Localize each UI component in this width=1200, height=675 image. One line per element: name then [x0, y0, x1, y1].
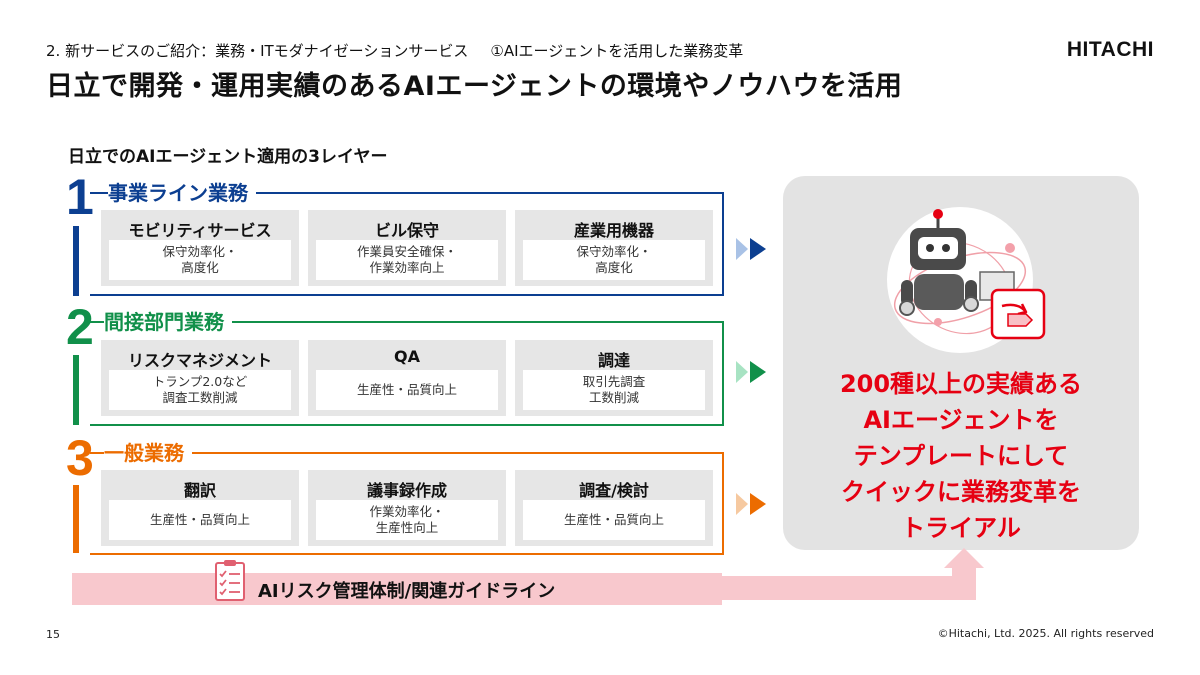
- layer-2-side-bar: [73, 355, 79, 425]
- result-message: 200種以上の実績ある AIエージェントを テンプレートにして クイックに業務変…: [783, 366, 1139, 546]
- card-body: 保守効率化・ 高度化: [523, 240, 705, 280]
- card-title: 産業用機器: [573, 221, 654, 240]
- layer-3-arrow-icon: [736, 493, 766, 515]
- result-line-3: テンプレートにして: [853, 442, 1069, 470]
- robot-icon: [887, 207, 1046, 353]
- card-body: 生産性・品質向上: [109, 500, 291, 540]
- result-line-1: 200種以上の実績ある: [839, 370, 1083, 398]
- card-title: リスクマネジメント: [127, 351, 272, 370]
- layer-3-number: 3: [66, 430, 94, 486]
- layer-2-frame: [90, 321, 724, 426]
- breadcrumb-subsection: ①AIエージェントを活用した業務変革: [490, 42, 744, 60]
- card-body: トランプ2.0など 調査工数削減: [109, 370, 291, 410]
- card-body: 作業効率化・ 生産性向上: [316, 500, 498, 540]
- upward-arrow-icon: [716, 548, 984, 600]
- breadcrumb: 2. 新サービスのご紹介：業務・ITモダナイゼーションサービス ①AIエージェント…: [46, 40, 743, 61]
- card-title: 議事録作成: [366, 481, 447, 500]
- risk-management-label: AIリスク管理体制/関連ガイドライン: [258, 581, 556, 602]
- page-title: 日立で開発・運用実績のあるAIエージェントの環境やノウハウを活用: [46, 71, 903, 102]
- risk-management-bar: [72, 573, 722, 605]
- card-minutes-creation: 議事録作成 作業効率化・ 生産性向上: [308, 470, 506, 546]
- card-building-maintenance: ビル保守 作業員安全確保・ 作業効率向上: [308, 210, 506, 286]
- hitachi-logo: HITACHI: [1066, 38, 1154, 61]
- card-title: ビル保守: [374, 221, 439, 240]
- layer-2-arrow-icon: [736, 361, 766, 383]
- card-title: 調達: [597, 351, 630, 370]
- card-qa: QA 生産性・品質向上: [308, 340, 506, 416]
- copyright: ©Hitachi, Ltd. 2025. All rights reserved: [937, 627, 1154, 640]
- card-mobility-service: モビリティサービス 保守効率化・ 高度化: [101, 210, 299, 286]
- card-body: 取引先調査 工数削減: [523, 370, 705, 410]
- layer-3-label: 一般業務: [104, 441, 192, 465]
- card-body: 生産性・品質向上: [523, 500, 705, 540]
- section-subtitle: 日立でのAIエージェント適用の3レイヤー: [68, 147, 388, 167]
- result-line-5: トライアル: [901, 514, 1021, 542]
- card-research-review: 調査/検討 生産性・品質向上: [515, 470, 713, 546]
- layer-1-label: 事業ライン業務: [108, 181, 256, 205]
- layer-2-label: 間接部門業務: [104, 310, 232, 334]
- card-body: 作業員安全確保・ 作業効率向上: [316, 240, 498, 280]
- card-industrial-equipment: 産業用機器 保守効率化・ 高度化: [515, 210, 713, 286]
- layer-1-arrow-icon: [736, 238, 766, 260]
- breadcrumb-section: 2. 新サービスのご紹介：業務・ITモダナイゼーションサービス: [46, 42, 469, 60]
- card-title: QA: [394, 347, 420, 366]
- card-body: 生産性・品質向上: [316, 370, 498, 410]
- layer-1-side-bar: [73, 226, 79, 296]
- checklist-icon: [215, 560, 245, 601]
- layer-3-frame: [90, 452, 724, 555]
- result-line-2: AIエージェントを: [863, 406, 1059, 434]
- layer-1-number: 1: [66, 169, 94, 225]
- page-number: 15: [46, 628, 60, 641]
- card-body: 保守効率化・ 高度化: [109, 240, 291, 280]
- card-procurement: 調達 取引先調査 工数削減: [515, 340, 713, 416]
- result-line-4: クイックに業務変革を: [841, 478, 1081, 506]
- layer-2-number: 2: [66, 299, 94, 355]
- card-title: モビリティサービス: [128, 221, 272, 240]
- layer-3-side-bar: [73, 485, 79, 553]
- card-title: 翻訳: [183, 481, 216, 500]
- card-risk-management: リスクマネジメント トランプ2.0など 調査工数削減: [101, 340, 299, 416]
- layer-1-frame: [90, 192, 724, 296]
- card-title: 調査/検討: [579, 481, 649, 500]
- card-translation: 翻訳 生産性・品質向上: [101, 470, 299, 546]
